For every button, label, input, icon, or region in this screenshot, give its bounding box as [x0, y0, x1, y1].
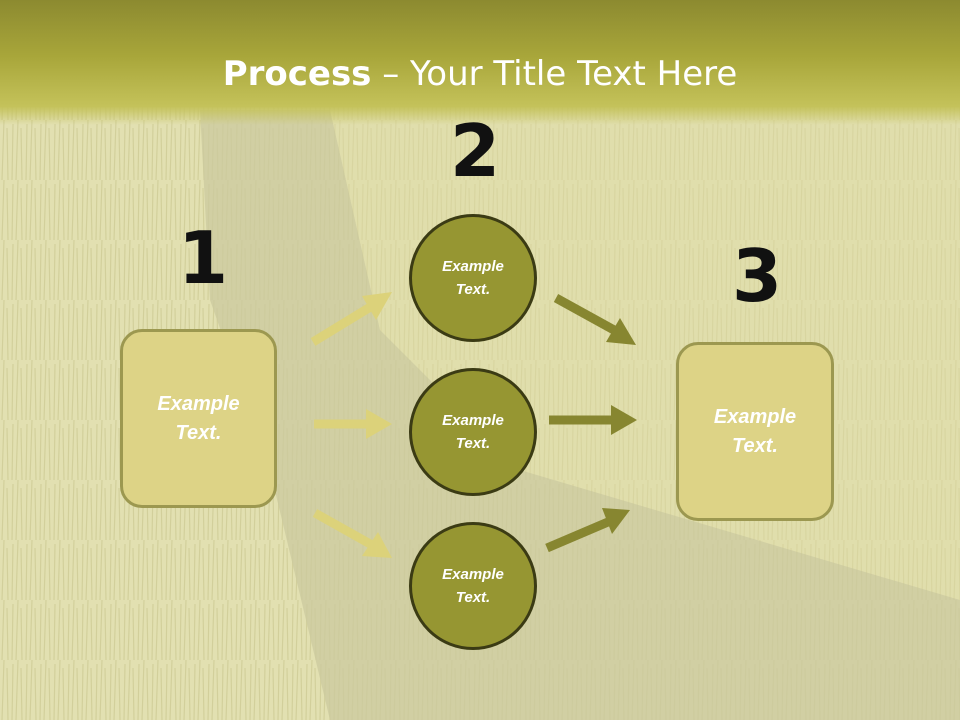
arrow-top-to-right: [553, 294, 636, 345]
start-box: Example Text.: [120, 329, 277, 508]
arrow-bottom-to-right: [545, 508, 630, 553]
circle-3-line2: Text.: [455, 589, 491, 606]
end-box-line1: Example: [713, 405, 797, 428]
arrow-left-to-top: [310, 292, 392, 346]
end-box-line2: Text.: [732, 434, 778, 457]
step-number-3: 3: [732, 234, 783, 318]
circle-3-line1: Example: [442, 566, 504, 583]
start-box-line1: Example: [157, 392, 240, 415]
arrow-left-to-middle: [314, 409, 392, 439]
title-bold: Process: [222, 54, 372, 94]
title-rest: – Your Title Text Here: [371, 54, 738, 94]
process-circle-3: Example Text.: [409, 522, 537, 650]
circle-2-line1: Example: [442, 412, 504, 429]
circle-2-line2: Text.: [455, 435, 491, 452]
arrow-left-to-bottom: [312, 509, 392, 558]
title-banner: [0, 0, 960, 125]
step-number-2: 2: [450, 109, 501, 193]
circle-1-line1: Example: [442, 258, 504, 275]
circle-1-line2: Text.: [455, 281, 491, 298]
process-circle-2: Example Text.: [409, 368, 537, 496]
end-box: Example Text.: [676, 342, 834, 521]
start-box-line2: Text.: [175, 421, 222, 444]
process-circle-1: Example Text.: [409, 214, 537, 342]
arrow-middle-to-right: [549, 405, 637, 435]
slide-title: Process – Your Title Text Here: [0, 52, 960, 96]
step-number-1: 1: [178, 216, 229, 300]
